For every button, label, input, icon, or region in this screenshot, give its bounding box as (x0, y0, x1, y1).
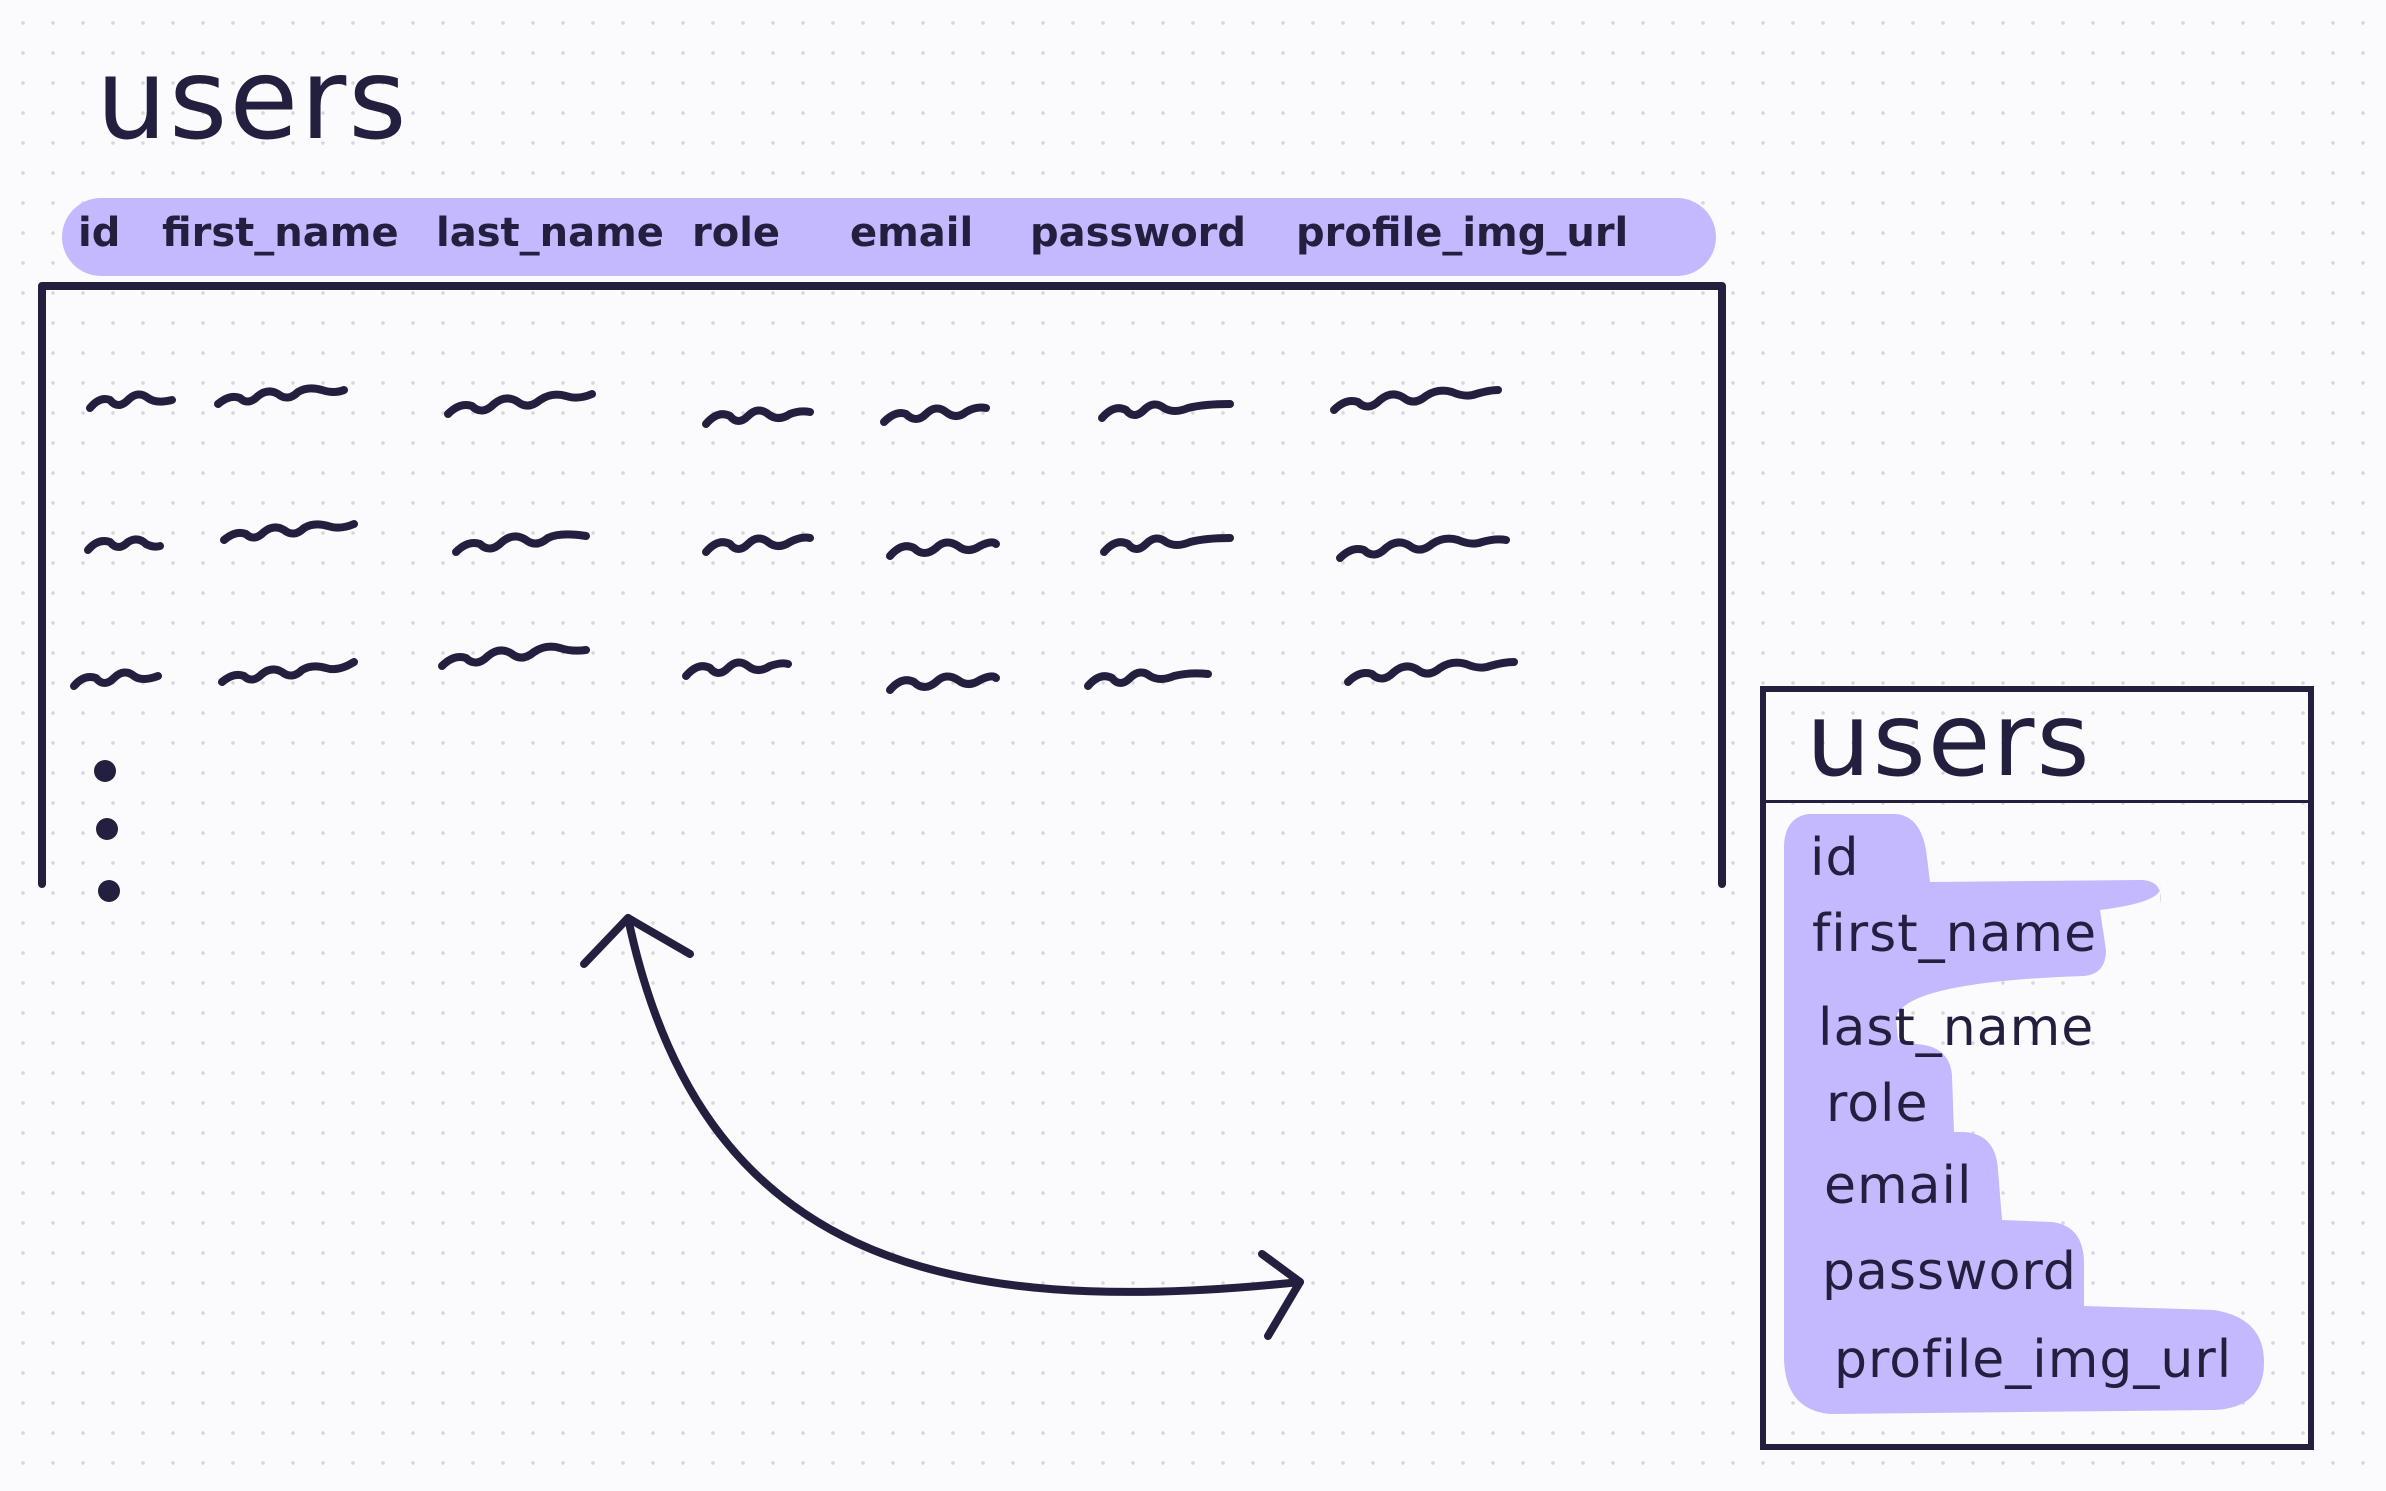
cell-scribble (1084, 668, 1212, 690)
cell-scribble (444, 390, 596, 418)
cell-scribble (220, 520, 358, 544)
field-email: email (1824, 1156, 1973, 1216)
column-header-last-name: last_name (436, 210, 664, 256)
cell-scribble (214, 384, 348, 408)
cell-scribble (1100, 534, 1234, 556)
cell-scribble (886, 538, 1000, 560)
cell-scribble (682, 658, 792, 680)
field-profile-img-url: profile_img_url (1834, 1330, 2233, 1390)
column-header-profile-img-url: profile_img_url (1296, 210, 1629, 256)
field-first-name: first_name (1812, 904, 2098, 964)
table-title: users (96, 35, 409, 165)
table-frame (38, 282, 1726, 888)
cell-scribble (84, 535, 164, 554)
field-id: id (1810, 828, 1860, 888)
cell-scribble (1330, 386, 1502, 414)
more-rows-dot (94, 760, 116, 782)
more-rows-dot (96, 818, 118, 840)
column-header-id: id (78, 210, 121, 256)
cell-scribble (218, 658, 358, 686)
cell-scribble (1098, 400, 1234, 422)
arrow-curve (624, 914, 1304, 1296)
column-header-highlight (62, 198, 1716, 276)
cell-scribble (880, 403, 990, 426)
field-role: role (1826, 1074, 1929, 1134)
arrowhead-right (1258, 1250, 1304, 1340)
cell-scribble (70, 668, 162, 690)
cell-scribble (86, 390, 176, 412)
column-header-email: email (850, 210, 974, 256)
entity-title: users (1806, 681, 2092, 800)
cell-scribble (438, 642, 590, 670)
cell-scribble (702, 533, 814, 556)
field-list-highlight (1784, 814, 2264, 1414)
arrowhead-top (580, 914, 694, 968)
cell-scribble (1344, 658, 1518, 686)
entity-title-divider (1766, 800, 2308, 803)
cell-scribble (1336, 534, 1510, 562)
cell-scribble (452, 530, 590, 556)
column-header-password: password (1030, 210, 1247, 256)
cell-scribble (702, 406, 814, 428)
more-rows-dot (98, 880, 120, 902)
field-password: password (1822, 1242, 2077, 1302)
field-last-name: last_name (1818, 998, 2095, 1058)
entity-box (1760, 686, 2314, 1450)
cell-scribble (886, 672, 1000, 694)
column-header-first-name: first_name (162, 210, 399, 256)
column-header-role: role (692, 210, 781, 256)
